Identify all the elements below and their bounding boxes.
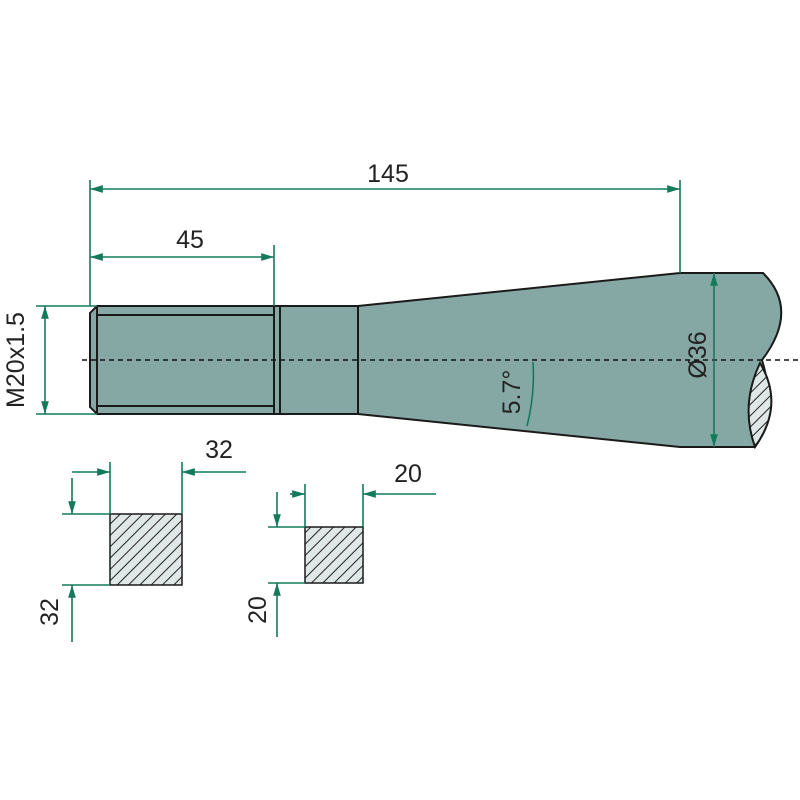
section-hatch xyxy=(747,360,773,450)
svg-text:32: 32 xyxy=(205,436,233,464)
svg-text:32: 32 xyxy=(36,598,64,626)
svg-text:20: 20 xyxy=(394,460,422,488)
dimension-145: 145 xyxy=(89,160,681,306)
svg-text:20: 20 xyxy=(244,596,272,624)
svg-text:45: 45 xyxy=(176,226,204,254)
dimension-diameter: Ø36 xyxy=(684,273,718,447)
dimension-thread: M20x1.5 xyxy=(2,305,97,415)
dimension-45: 45 xyxy=(90,226,275,306)
svg-text:Ø36: Ø36 xyxy=(684,331,712,378)
dimension-angle: 5.7° xyxy=(498,361,535,427)
svg-text:145: 145 xyxy=(367,160,409,188)
section-20: 20 20 xyxy=(244,460,436,637)
section-32: 32 32 xyxy=(36,436,246,642)
svg-text:5.7°: 5.7° xyxy=(498,370,526,415)
svg-text:M20x1.5: M20x1.5 xyxy=(2,312,30,408)
